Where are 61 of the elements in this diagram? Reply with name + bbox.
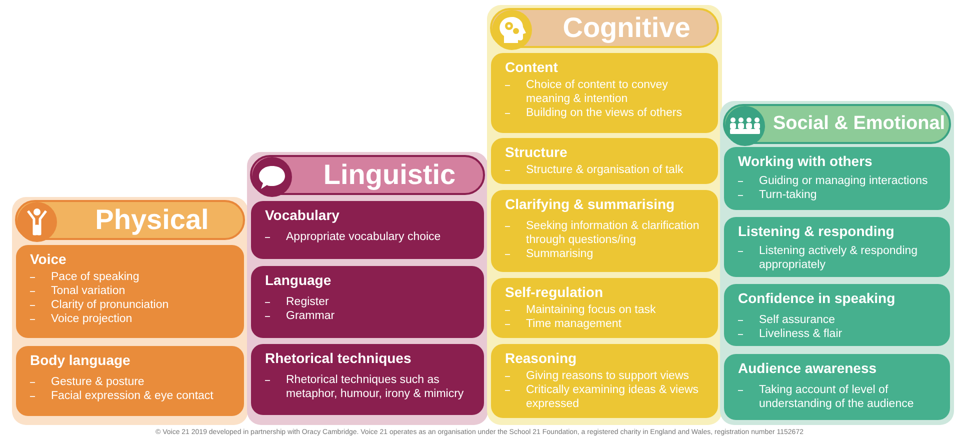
bullet-text: Facial expression & eye contact bbox=[51, 389, 214, 403]
bullet-text: Listening actively & responding appropriately bbox=[759, 244, 919, 272]
skill-card bbox=[251, 201, 484, 259]
bullet-text: Voice projection bbox=[51, 312, 132, 326]
bullet-text: Rhetorical techniques such as metaphor, humour, irony & mimicry bbox=[286, 373, 465, 401]
card-title: Voice bbox=[30, 250, 68, 268]
bullet-text: Maintaining focus on task bbox=[526, 303, 656, 317]
skill-card bbox=[724, 147, 950, 210]
skill-card bbox=[251, 266, 484, 338]
bullet-text: Building on the views of others bbox=[526, 106, 682, 120]
card-title: Structure bbox=[505, 143, 568, 161]
skill-card bbox=[491, 278, 718, 338]
bullet-text: Guiding or managing interactions bbox=[759, 174, 928, 188]
bullet-text: Time management bbox=[526, 317, 622, 331]
bullet-text: Liveliness & flair bbox=[759, 327, 842, 341]
category-heading: Physical bbox=[94, 203, 210, 237]
bullet-text: Grammar bbox=[286, 309, 335, 323]
bullet-text: Clarity of pronunciation bbox=[51, 298, 169, 312]
card-title: Body language bbox=[30, 351, 132, 369]
card-title: Reasoning bbox=[505, 349, 578, 367]
bullet-text: Giving reasons to support views bbox=[526, 369, 689, 383]
category-heading: Cognitive bbox=[562, 11, 692, 45]
bullet-text: Pace of speaking bbox=[51, 270, 140, 284]
skill-card bbox=[251, 344, 484, 415]
bullet-text: Gesture & posture bbox=[51, 375, 144, 389]
bullet-text: Critically examining ideas & views expressed bbox=[526, 383, 700, 411]
card-title: Listening & responding bbox=[738, 222, 896, 240]
skill-card bbox=[724, 284, 950, 346]
card-title: Vocabulary bbox=[265, 206, 340, 224]
skill-card bbox=[491, 190, 718, 272]
skill-card bbox=[16, 346, 244, 416]
skill-card bbox=[491, 138, 718, 184]
card-title: Confidence in speaking bbox=[738, 289, 896, 307]
category-panel bbox=[720, 101, 954, 425]
card-title: Content bbox=[505, 58, 559, 76]
bullet-text: Appropriate vocabulary choice bbox=[286, 230, 441, 244]
bullet-text: Choice of content to convey meaning & intention bbox=[526, 78, 669, 106]
bullet-text: Taking account of level of understanding of the audience bbox=[759, 383, 915, 411]
bullet-text: Tonal variation bbox=[51, 284, 126, 298]
category-panel bbox=[247, 152, 488, 425]
bullet-text: Turn-taking bbox=[759, 188, 817, 202]
skill-card bbox=[16, 245, 244, 338]
category-panel bbox=[487, 5, 722, 425]
bullet-text: Structure & organisation of talk bbox=[526, 163, 684, 177]
bullet-text: Register bbox=[286, 295, 329, 309]
bullet-text: Seeking information & clarification through questions/ing bbox=[526, 219, 700, 247]
category-heading: Linguistic bbox=[322, 158, 457, 192]
skill-card bbox=[491, 344, 718, 418]
card-title: Self-regulation bbox=[505, 283, 604, 301]
bullet-text: Summarising bbox=[526, 247, 594, 261]
category-heading: Social & Emotional bbox=[772, 112, 946, 136]
category-panel bbox=[12, 197, 248, 425]
bullet-text: Self assurance bbox=[759, 313, 836, 327]
skill-card bbox=[724, 217, 950, 277]
skill-card bbox=[491, 53, 718, 133]
card-title: Clarifying & summarising bbox=[505, 195, 676, 213]
card-title: Working with others bbox=[738, 152, 874, 170]
card-title: Audience awareness bbox=[738, 359, 878, 377]
card-title: Rhetorical techniques bbox=[265, 349, 412, 367]
card-title: Language bbox=[265, 271, 332, 289]
skill-card bbox=[724, 354, 950, 420]
